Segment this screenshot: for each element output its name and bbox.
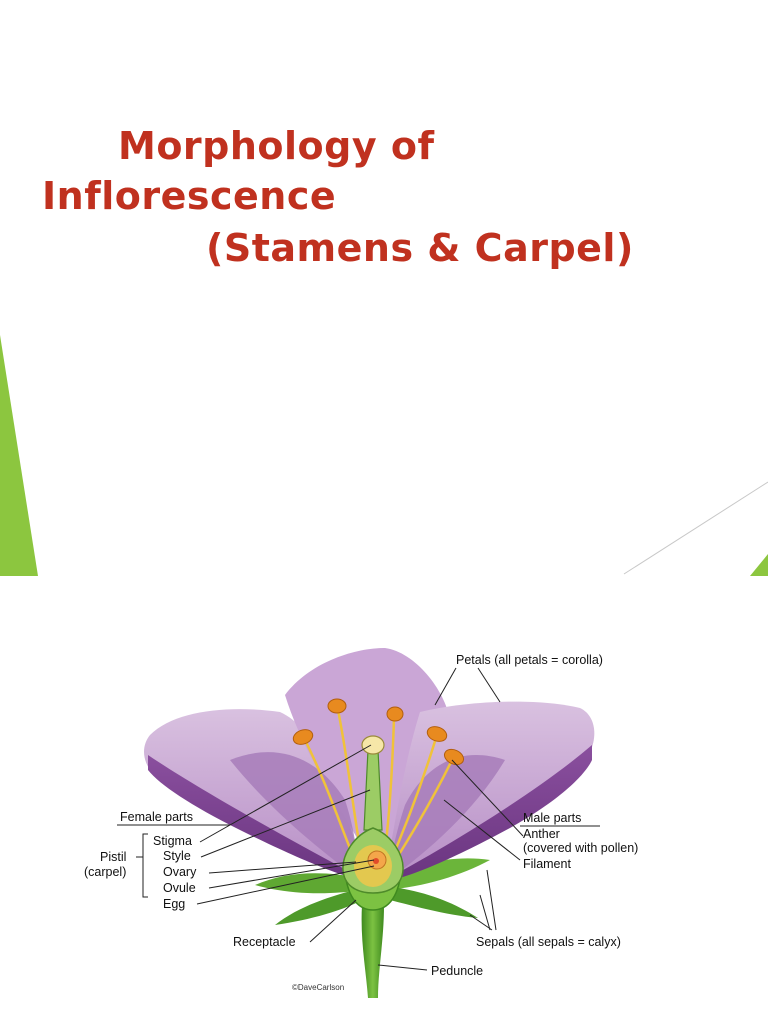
- leader-lines: [117, 667, 600, 971]
- label-style: Style: [163, 849, 191, 863]
- title-line-2: Inflorescence: [42, 174, 337, 218]
- label-egg: Egg: [163, 897, 185, 911]
- petal-front-right: [388, 755, 505, 880]
- label-peduncle: Peduncle: [431, 964, 483, 978]
- flower-diagram: Petals (all petals = corolla) Female par…: [84, 648, 638, 998]
- label-ovule: Ovule: [163, 881, 196, 895]
- stigma: [361, 735, 385, 755]
- sepal-right-front: [382, 886, 478, 918]
- label-anther-note: (covered with pollen): [523, 841, 638, 855]
- sepal-left-back: [255, 873, 362, 894]
- diagram-slide: Petals (all petals = corolla) Female par…: [0, 576, 768, 1024]
- label-petals: Petals (all petals = corolla): [456, 653, 603, 667]
- label-stigma: Stigma: [153, 834, 192, 848]
- title-line-1: Morphology of: [118, 124, 435, 168]
- sepal-right-back: [385, 858, 490, 890]
- label-female-heading: Female parts: [120, 810, 193, 824]
- peduncle-stem: [361, 905, 384, 998]
- decor-line: [623, 481, 768, 575]
- anthers: [292, 698, 465, 766]
- left-accent-triangle: [0, 335, 38, 576]
- label-receptacle: Receptacle: [233, 935, 296, 949]
- petal-front-left: [230, 752, 360, 880]
- label-ovary: Ovary: [163, 865, 197, 879]
- slide-decoration: [0, 335, 768, 576]
- label-sepals: Sepals (all sepals = calyx): [476, 935, 621, 949]
- right-accent-triangle: [750, 554, 768, 576]
- title-slide: Morphology of Inflorescence (Stamens & C…: [0, 124, 768, 576]
- label-male-heading: Male parts: [523, 811, 581, 825]
- label-anther: Anther: [523, 827, 560, 841]
- label-filament: Filament: [523, 857, 571, 871]
- label-pistil: Pistil: [100, 850, 126, 864]
- label-carpel: (carpel): [84, 865, 126, 879]
- sepal-left-front: [275, 888, 366, 925]
- label-credit: ©DaveCarlson: [292, 983, 344, 992]
- title-line-3: (Stamens & Carpel): [206, 226, 634, 270]
- egg: [373, 858, 379, 864]
